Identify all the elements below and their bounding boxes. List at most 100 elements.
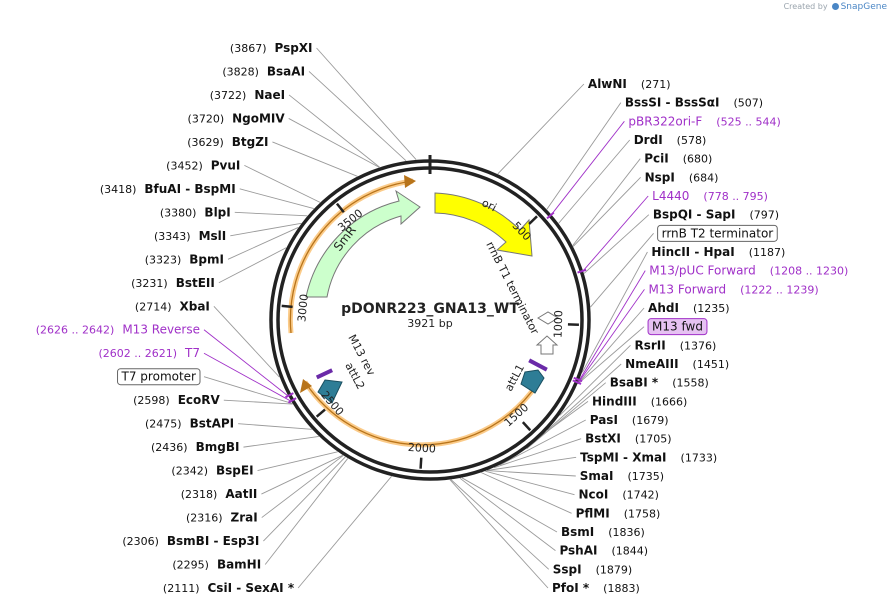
enzyme-position: (680) xyxy=(683,153,713,166)
enzyme-name: HindIII xyxy=(592,394,637,408)
enzyme-label-bsaai[interactable]: BsaAI(3828) xyxy=(222,64,305,78)
feature-name: rrnB T2 terminator xyxy=(662,226,774,240)
leader-ecorv xyxy=(223,399,293,405)
enzyme-label-bsabi[interactable]: BsaBI *(1558) xyxy=(610,376,709,390)
feature-range: (778 .. 795) xyxy=(703,190,768,203)
leader-bsabi xyxy=(526,382,607,450)
enzyme-label-xbai[interactable]: XbaI(2714) xyxy=(135,299,210,313)
enzyme-label-pcii[interactable]: PciI (680) xyxy=(644,152,712,166)
enzyme-label-bamhi[interactable]: BamHI(2295) xyxy=(172,558,261,572)
leader-pcii xyxy=(572,158,641,246)
enzyme-position: (1879) xyxy=(596,563,633,576)
enzyme-label-bsssi-bsss-i[interactable]: BssSI - BssSαI(507) xyxy=(625,96,763,110)
enzyme-name: TspMI - XmaI xyxy=(580,450,666,464)
leader-bpmi xyxy=(227,227,299,260)
enzyme-label-sspi[interactable]: SspI (1879) xyxy=(553,562,632,576)
enzyme-label-hindiii[interactable]: HindIII(1666) xyxy=(592,394,687,408)
enzyme-label-bspei[interactable]: BspEI(2342) xyxy=(171,464,253,478)
feature-label-m13-forward[interactable]: M13 Forward(1222 .. 1239) xyxy=(648,282,818,296)
enzyme-label-ecorv[interactable]: EcoRV(2598) xyxy=(133,393,220,407)
enzyme-label-tspmi-xmai[interactable]: TspMI - XmaI(1733) xyxy=(580,450,717,464)
enzyme-label-aatii[interactable]: AatII(2318) xyxy=(181,487,258,501)
feature-label-rrnb-t2-terminator[interactable]: rrnB T2 terminator xyxy=(657,224,778,242)
enzyme-name: PciI xyxy=(644,152,669,166)
leader-drdi xyxy=(558,139,631,224)
enzyme-label-pflmi[interactable]: PflMI(1758) xyxy=(576,506,661,520)
leader-naei xyxy=(288,94,380,168)
enzyme-label-smai[interactable]: SmaI(1735) xyxy=(580,469,664,483)
enzyme-label-bpmi[interactable]: BpmI(3323) xyxy=(145,252,224,266)
enzyme-label-blpi[interactable]: BlpI(3380) xyxy=(160,205,231,219)
enzyme-label-nspi[interactable]: NspI (684) xyxy=(645,170,719,184)
enzyme-label-btgzi[interactable]: BtgZI (3629) xyxy=(187,135,268,149)
enzyme-position: (2295) xyxy=(172,559,209,572)
enzyme-label-bstapi[interactable]: BstAPI(2475) xyxy=(145,417,234,431)
feature-name: M13 fwd xyxy=(652,320,703,334)
primer-tick-m13-reverse xyxy=(284,392,294,399)
enzyme-label-csii-sexai[interactable]: CsiI - SexAI *(2111) xyxy=(163,581,295,595)
ruler-tick-1500 xyxy=(521,421,532,432)
leader-ahdi xyxy=(577,307,645,385)
enzyme-label-nmeaiii[interactable]: NmeAIII(1451) xyxy=(625,357,729,371)
enzyme-name: AlwNI xyxy=(588,77,627,91)
enzyme-position: (271) xyxy=(641,78,671,91)
enzyme-name: BtgZI xyxy=(232,135,269,149)
enzyme-label-bsmbi-esp3i[interactable]: BsmBI - Esp3I(2306) xyxy=(122,534,259,548)
enzyme-label-bmgbi[interactable]: BmgBI(2436) xyxy=(151,440,239,454)
feature-label-m13-reverse[interactable]: M13 Reverse(2626 .. 2642) xyxy=(36,323,200,337)
leader-bstapi xyxy=(238,423,312,430)
feature-label-l4440[interactable]: L4440(778 .. 795) xyxy=(652,189,768,203)
feature-label-m13-fwd[interactable]: M13 fwd xyxy=(647,318,708,336)
enzyme-name: HincII - HpaI xyxy=(651,245,734,259)
feature-range: (2602 .. 2621) xyxy=(98,347,177,360)
enzyme-label-ngomiv[interactable]: NgoMIV(3720) xyxy=(188,111,286,125)
ori-arrow xyxy=(434,192,533,257)
enzyme-label-naei[interactable]: NaeI(3722) xyxy=(210,88,285,102)
enzyme-label-alwni[interactable]: AlwNI (271) xyxy=(588,77,671,91)
enzyme-position: (797) xyxy=(750,209,780,222)
enzyme-label-pspxi[interactable]: PspXI(3867) xyxy=(230,41,313,55)
enzyme-position: (684) xyxy=(689,171,719,184)
ruler-tick-3500 xyxy=(335,202,345,214)
feature-label-t7[interactable]: T7(2602 .. 2621) xyxy=(98,346,200,360)
enzyme-label-bstxi[interactable]: BstXI(1705) xyxy=(585,432,671,446)
ruler-tick-500 xyxy=(528,215,538,225)
enzyme-label-msli[interactable]: MslI(3343) xyxy=(154,229,226,243)
feature-label-pbr322ori-f[interactable]: pBR322ori-F(525 .. 544) xyxy=(628,114,781,128)
highlight-arc-top-core xyxy=(289,180,414,334)
enzyme-name: BmgBI xyxy=(196,440,240,454)
feature-name: T7 promoter xyxy=(121,370,197,384)
leader-tspmi-xmai xyxy=(487,456,577,471)
enzyme-label-bspqi-sapi[interactable]: BspQI - SapI(797) xyxy=(653,208,779,222)
leader-nspi xyxy=(572,177,641,247)
enzyme-label-rsrii[interactable]: RsrII(1376) xyxy=(634,338,716,352)
enzyme-label-ncoi[interactable]: NcoI(1742) xyxy=(579,488,659,502)
leader-m13-reverse xyxy=(203,329,289,397)
leader-m13-fwd xyxy=(577,326,645,385)
enzyme-label-ahdi[interactable]: AhdI(1235) xyxy=(648,301,729,315)
leader-ncoi xyxy=(485,470,575,496)
enzyme-label-bsteii[interactable]: BstEII(3231) xyxy=(131,276,215,290)
enzyme-label-pasi[interactable]: PasI(1679) xyxy=(590,413,669,427)
enzyme-label-zrai[interactable]: ZraI(2316) xyxy=(186,511,258,525)
enzyme-label-bsmi[interactable]: BsmI(1836) xyxy=(561,525,645,539)
enzyme-label-pfoi[interactable]: PfoI *(1883) xyxy=(552,581,640,595)
enzyme-label-drdi[interactable]: DrdI(578) xyxy=(634,133,707,147)
enzyme-label-hincii-hpai[interactable]: HincII - HpaI(1187) xyxy=(651,245,785,259)
enzyme-position: (3629) xyxy=(187,136,224,149)
enzyme-position: (1758) xyxy=(624,507,661,520)
enzyme-name: ZraI xyxy=(231,511,258,525)
enzyme-label-pshai[interactable]: PshAI(1844) xyxy=(559,544,648,558)
enzyme-name: PasI xyxy=(590,413,618,427)
enzyme-label-pvui[interactable]: PvuI(3452) xyxy=(166,158,240,172)
enzyme-name: SspI xyxy=(553,562,582,576)
enzyme-position: (2475) xyxy=(145,418,182,431)
leader-bmgbi xyxy=(243,436,319,448)
enzyme-label-bfuai-bspmi[interactable]: BfuAI - BspMI(3418) xyxy=(100,182,236,196)
feature-label-t7-promoter[interactable]: T7 promoter xyxy=(117,368,201,386)
leader-pflmi xyxy=(481,472,572,514)
feature-label-m13-puc-forward[interactable]: M13/pUC Forward(1208 .. 1230) xyxy=(649,264,848,278)
enzyme-name: NspI xyxy=(645,170,675,184)
